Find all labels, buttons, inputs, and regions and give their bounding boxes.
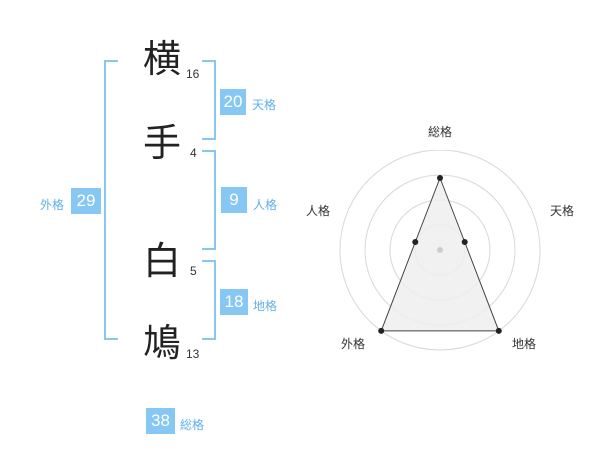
stroke-count-3: 5 bbox=[190, 264, 197, 278]
chikaku-bracket bbox=[202, 260, 216, 340]
radar-axis-label-soukaku: 総格 bbox=[428, 125, 453, 139]
tenkaku-bracket bbox=[202, 60, 216, 140]
radar-axis-label-jinkaku: 人格 bbox=[306, 204, 331, 218]
radar-point-3 bbox=[378, 327, 385, 334]
radar-ring-4 bbox=[339, 150, 541, 351]
stroke-count-2: 4 bbox=[190, 146, 197, 160]
radar-axis-label-tenkaku: 天格 bbox=[550, 204, 575, 218]
jinkaku-bracket bbox=[202, 150, 216, 250]
name-char-2: 手 bbox=[143, 121, 182, 165]
gaikaku-label: 外格 bbox=[40, 198, 65, 212]
tenkaku-label: 天格 bbox=[252, 98, 277, 112]
radar-point-1 bbox=[461, 238, 468, 245]
chikaku-badge: 18 bbox=[220, 289, 248, 315]
name-char-3: 白 bbox=[143, 239, 182, 283]
radar-point-0 bbox=[437, 175, 443, 181]
radar-axis-label-chikaku: 地格 bbox=[512, 337, 537, 351]
soukaku-label: 総格 bbox=[180, 418, 205, 432]
soukaku-badge: 38 bbox=[146, 408, 175, 434]
radar-axis-label-gaikaku: 外格 bbox=[341, 337, 366, 351]
chikaku-label: 地格 bbox=[253, 299, 278, 313]
name-char-1: 横 bbox=[143, 37, 182, 81]
stroke-count-1: 16 bbox=[186, 67, 200, 81]
gaikaku-bracket bbox=[104, 60, 118, 340]
stroke-count-4: 13 bbox=[186, 347, 200, 361]
jinkaku-label: 人格 bbox=[253, 198, 278, 212]
name-char-4: 鳩 bbox=[143, 321, 182, 365]
gaikaku-badge: 29 bbox=[71, 188, 101, 214]
radar-chart bbox=[339, 150, 541, 351]
radar-point-4 bbox=[412, 238, 419, 245]
tenkaku-badge: 20 bbox=[220, 89, 246, 115]
radar-point-2 bbox=[495, 327, 502, 334]
jinkaku-badge: 9 bbox=[221, 187, 247, 213]
radar-area bbox=[380, 176, 500, 332]
radar-center bbox=[437, 247, 443, 253]
